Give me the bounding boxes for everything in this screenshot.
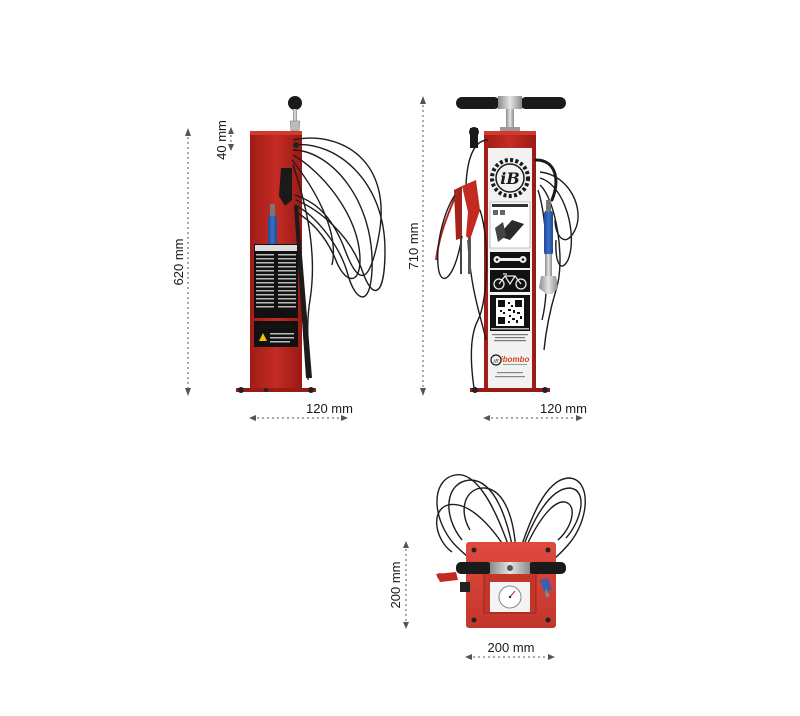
warning-panel: VEKROLUITTENTION bbox=[254, 321, 298, 347]
top-depth-dimension: 200 mm bbox=[388, 541, 409, 629]
front-height-label: 710 mm bbox=[406, 223, 421, 270]
top-width-dimension: 200 mm bbox=[465, 640, 555, 660]
adapter-panel bbox=[489, 201, 531, 249]
side-width-label: 120 mm bbox=[306, 401, 353, 416]
top-view: 200 mm bbox=[388, 474, 586, 660]
svg-text:iB: iB bbox=[500, 169, 520, 188]
top-depth-label: 200 mm bbox=[388, 562, 403, 609]
side-height-dimension: 620 mm bbox=[171, 128, 191, 396]
front-left-hose-gun bbox=[435, 127, 489, 389]
top-pump-handle bbox=[456, 562, 566, 574]
side-width-dimension: 120 mm bbox=[249, 401, 353, 421]
screwdriver-tool bbox=[294, 206, 312, 378]
warning-triangle-icon bbox=[259, 333, 267, 341]
bicycle-icon bbox=[490, 270, 530, 292]
brand-logo: iB ibombo bbox=[490, 354, 530, 378]
side-height-label: 620 mm bbox=[171, 239, 186, 286]
pump-handle bbox=[456, 96, 566, 132]
qr-code-panel bbox=[490, 295, 530, 331]
pump-knob bbox=[288, 96, 302, 110]
front-wrench-tool bbox=[539, 200, 558, 294]
front-right-hoses bbox=[534, 158, 579, 351]
side-top-offset-label: 40 mm bbox=[214, 120, 229, 160]
gear-logo-icon: iB bbox=[490, 158, 530, 198]
front-height-dimension: 710 mm bbox=[406, 96, 426, 396]
brand-text: ibombo bbox=[501, 355, 530, 364]
front-width-dimension: 120 mm bbox=[483, 401, 587, 421]
side-top-offset-dimension: 40 mm bbox=[214, 120, 234, 160]
wrench-icon bbox=[490, 252, 530, 268]
pressure-table-panel bbox=[254, 244, 298, 318]
svg-text:iB: iB bbox=[493, 359, 499, 365]
instruction-text-lines bbox=[492, 334, 528, 342]
front-width-label: 120 mm bbox=[540, 401, 587, 416]
side-view: 620 mm 40 mm bbox=[171, 96, 386, 421]
warning-title: VEKROLUITTENTION bbox=[258, 325, 295, 329]
front-view: 710 mm iB bbox=[406, 96, 587, 421]
pressure-gauge-icon bbox=[490, 582, 530, 612]
top-width-label: 200 mm bbox=[488, 640, 535, 655]
hose-chuck bbox=[279, 168, 292, 206]
